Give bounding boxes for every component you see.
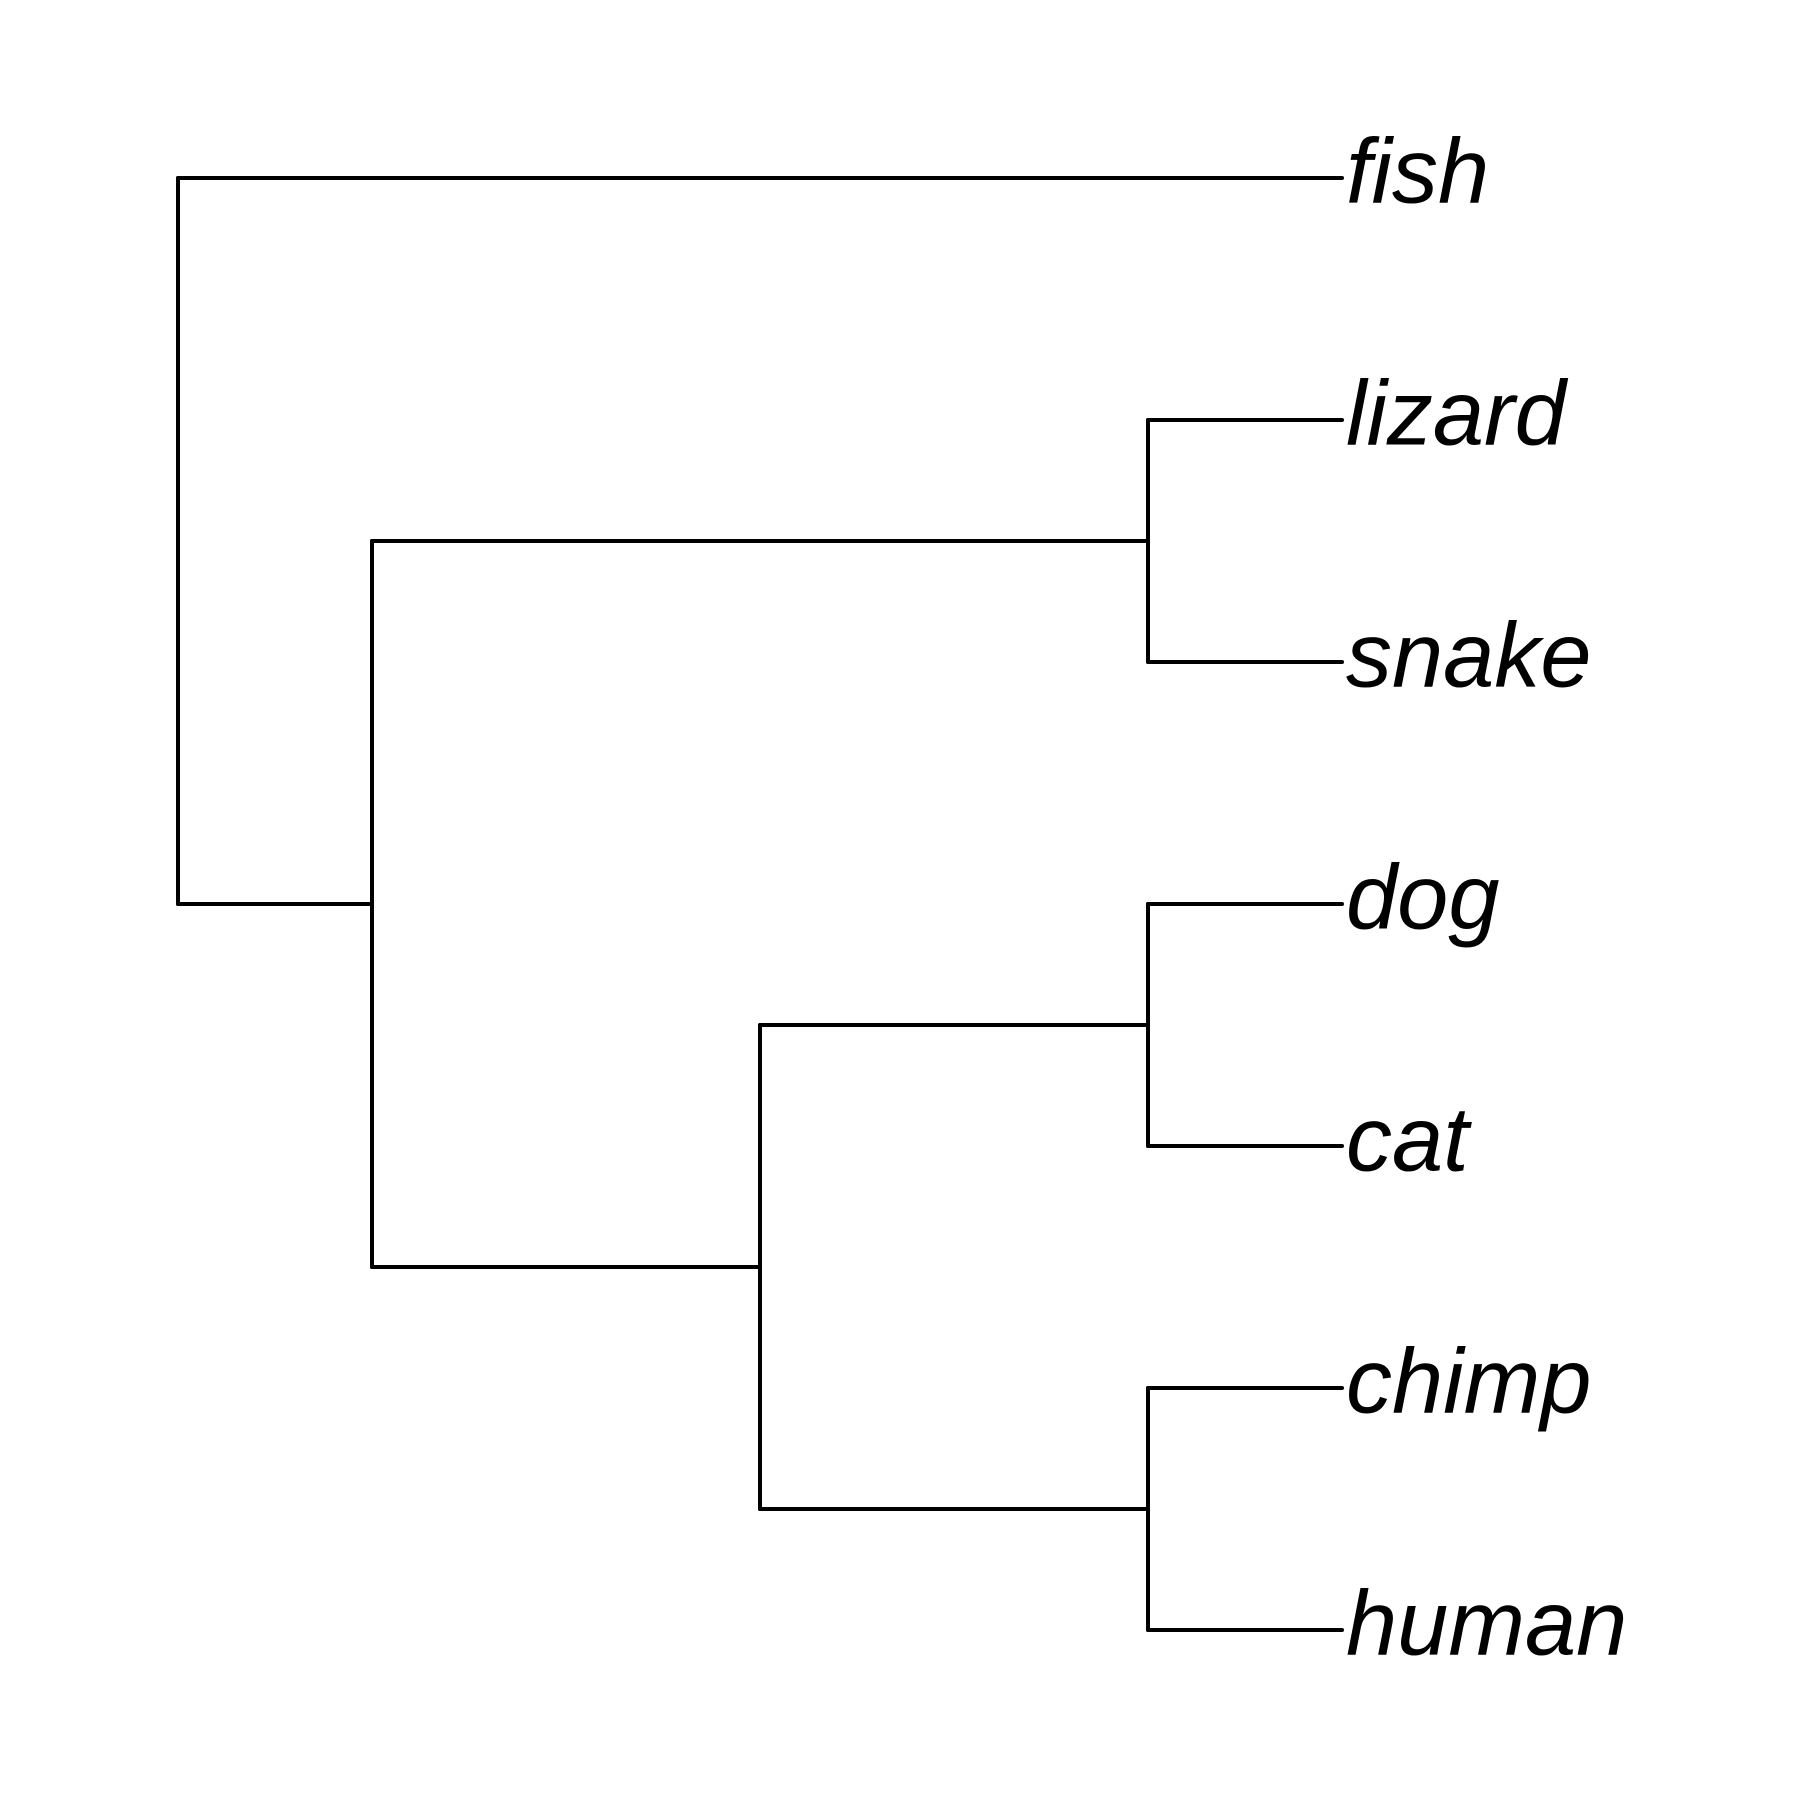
leaf-label-fish: fish (1346, 120, 1489, 222)
leaf-label-snake: snake (1346, 604, 1592, 706)
leaf-label-human: human (1346, 1572, 1627, 1674)
leaf-label-cat: cat (1346, 1088, 1472, 1190)
tree-leaf-labels: fish lizard snake dog cat chimp human (1346, 120, 1627, 1674)
leaf-label-chimp: chimp (1346, 1330, 1591, 1432)
leaf-label-dog: dog (1346, 846, 1500, 948)
tree-branches (176, 176, 1344, 1632)
leaf-label-lizard: lizard (1346, 362, 1569, 464)
